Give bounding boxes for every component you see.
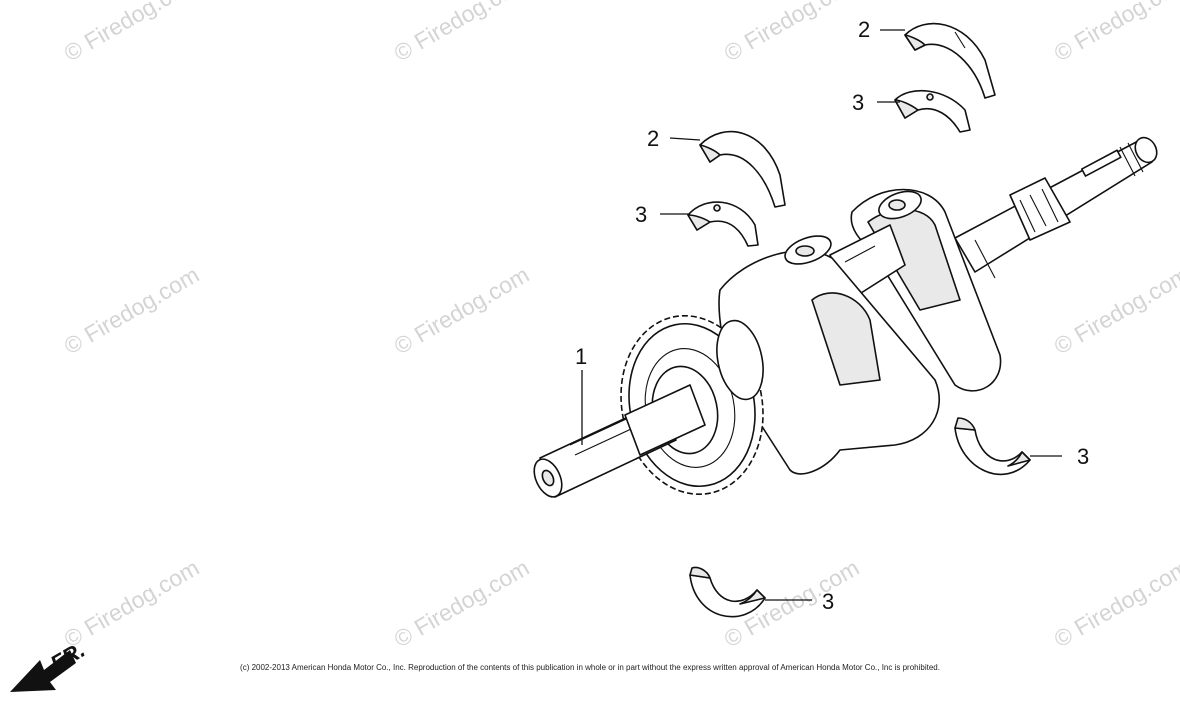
watermark: © Firedog.com [1050, 554, 1180, 652]
callout-1-crankshaft[interactable]: 1 [575, 344, 587, 369]
bearing-lower-b[interactable] [687, 201, 759, 247]
callout-2-middle[interactable]: 2 [647, 126, 659, 151]
front-crank-web [718, 235, 940, 475]
callout-3-right[interactable]: 3 [1077, 444, 1089, 469]
watermark: © Firedog.com [390, 554, 534, 652]
watermark: © Firedog.com [390, 0, 534, 66]
watermark: © Firedog.com [390, 261, 534, 359]
bearing-upper-b[interactable] [699, 130, 786, 208]
bearing-right[interactable] [954, 417, 1031, 476]
watermark: © Firedog.com [1050, 261, 1180, 359]
crankshaft[interactable] [529, 134, 1161, 508]
bearing-upper-a[interactable] [904, 22, 996, 99]
callout-numbers: 2 3 2 3 1 3 3 [575, 17, 1089, 614]
callout-3-middle[interactable]: 3 [635, 202, 647, 227]
callout-3-top[interactable]: 3 [852, 90, 864, 115]
watermark: © Firedog.com [720, 0, 864, 66]
copyright-notice: (c) 2002-2013 American Honda Motor Co., … [240, 663, 940, 672]
watermark: © Firedog.com [60, 261, 204, 359]
watermark-layer: © Firedog.com © Firedog.com © Firedog.co… [60, 0, 1180, 652]
watermark: © Firedog.com [60, 0, 204, 66]
left-shaft [533, 384, 706, 498]
front-arrow-icon [10, 650, 76, 692]
bearing-lower-a[interactable] [894, 89, 971, 133]
callout-2-top[interactable]: 2 [858, 17, 870, 42]
callout-3-bottom[interactable]: 3 [822, 589, 834, 614]
watermark: © Firedog.com [1050, 0, 1180, 66]
watermark: © Firedog.com [60, 554, 204, 652]
bearing-bottom[interactable] [689, 566, 766, 618]
leader-lines [581, 29, 1062, 601]
right-shaft [954, 136, 1158, 279]
